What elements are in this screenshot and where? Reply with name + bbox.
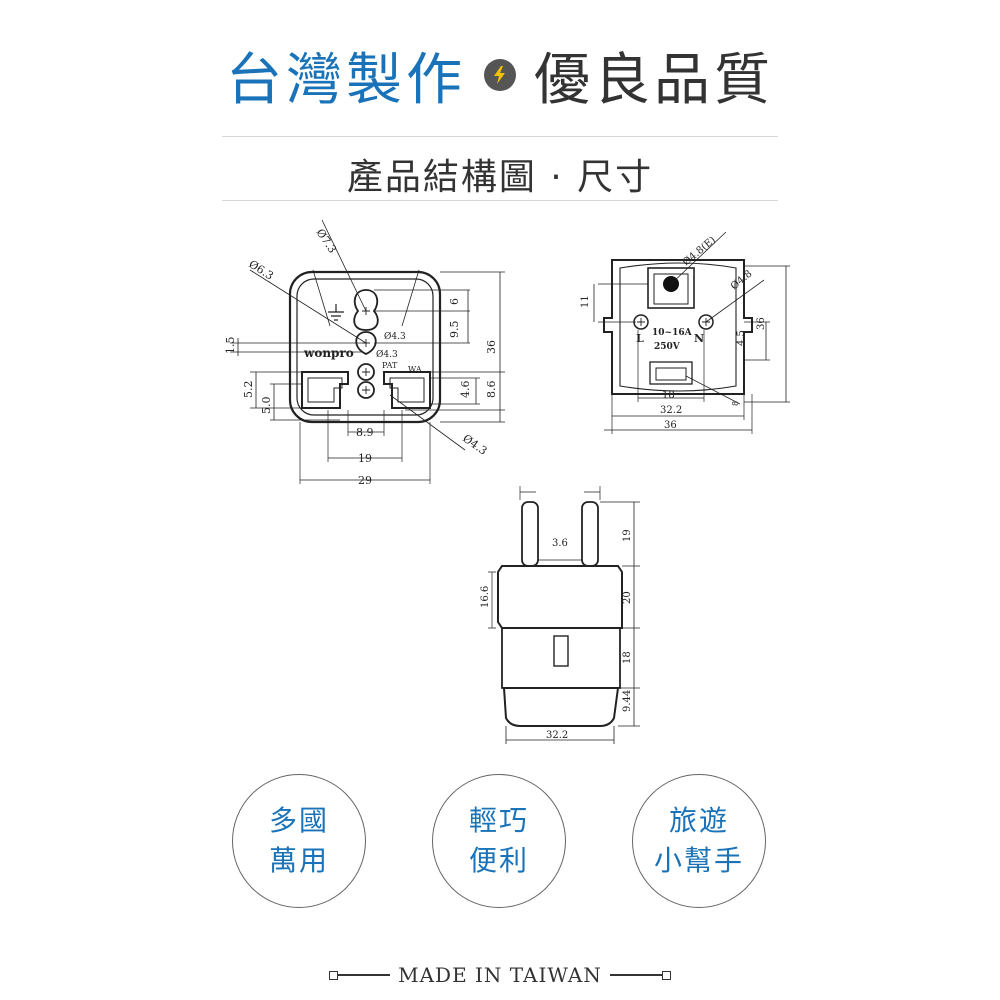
side-view-drawing [488,486,640,744]
dim-edge: 8 [731,401,740,406]
mark-wa: WA [408,365,422,374]
front-view-drawing [230,219,505,484]
dim-pin-gap: 3.6 [552,538,568,549]
dim-slot-diameter: Ø6.3 [246,258,275,283]
dim-slot-depth: 5.0 [260,397,273,415]
dim-rear-height: 36 [756,317,767,330]
dim-outer-spacing: 29 [358,474,372,487]
rating-current: 10~16A [652,328,693,338]
subtitle-divider [222,200,778,201]
dim-lower-body: 9.44 [622,690,633,712]
footer-made-in-taiwan: MADE IN TAIWAN [398,963,602,987]
header-title-row: 台灣製作 優良品質 [0,30,1000,120]
dim-slot-spacing: 9.5 [448,321,461,339]
dim-body-width: 32.2 [660,405,682,416]
dim-us-slot-height: 4.6 [459,381,472,399]
badge-lightweight-line1: 輕巧 [468,804,529,837]
pin-label-live: L [636,332,644,345]
dim-pin-diameter: Ø4.8 [729,268,755,292]
dim-slot-height: 6 [448,298,461,305]
badge-travel: 旅遊 小幫手 [632,774,766,908]
footer-left-line [338,974,391,976]
dim-pin-diameter-1: Ø4.3 [384,331,406,342]
footer-right-square-icon [661,970,671,980]
brand-mark: wonpro [303,346,354,360]
dim-upper-body: 20 [622,591,633,604]
badge-lightweight: 輕巧 便利 [432,774,566,908]
rating-voltage: 250V [654,342,681,352]
lightning-bolt-icon [484,59,516,91]
dim-slot-width: 5.2 [242,381,255,399]
dim-offset: 1.5 [224,337,237,355]
top-divider [222,136,778,137]
badge-universal-line2: 萬用 [268,844,329,877]
dim-side-width: 32.2 [546,730,568,741]
dim-inner-spacing: 8.9 [356,426,374,439]
footer-right-line [609,974,662,976]
dim-total-width: 36 [664,420,677,431]
dim-mid-body: 18 [622,651,633,664]
badge-universal-line1: 多國 [268,804,329,837]
title-quality: 優良品質 [534,47,774,113]
footer: MADE IN TAIWAN [0,955,1000,995]
pin-label-neutral: N [694,332,704,345]
dim-pin-spacing: 18 [662,390,675,401]
dim-earth-offset: 11 [580,295,591,308]
dim-pin-length: 19 [622,529,633,542]
dim-front-height: 36 [485,340,498,354]
dim-pin-to-edge: 4.5 [736,330,747,346]
badge-travel-line1: 旅遊 [668,804,729,837]
dim-pin-diameter-3: Ø4.3 [460,432,489,458]
badge-universal: 多國 萬用 [232,774,366,908]
badge-travel-line2: 小幫手 [653,844,744,877]
dim-earth-diameter: Ø7.3 [314,226,340,255]
dim-shoulder-height: 16.6 [480,586,491,608]
mark-pat: PAT [382,361,398,370]
dim-us-slot-outer: 8.6 [485,381,498,399]
badge-lightweight-line2: 便利 [468,844,529,877]
page-subtitle: 產品結構圖 · 尺寸 [346,157,654,198]
title-made-in-taiwan: 台灣製作 [226,47,466,113]
dim-pin-diameter-2: Ø4.3 [376,349,398,360]
dim-mid-spacing: 19 [358,452,372,465]
footer-left-square-icon [329,970,339,980]
rear-view-drawing [593,231,790,434]
